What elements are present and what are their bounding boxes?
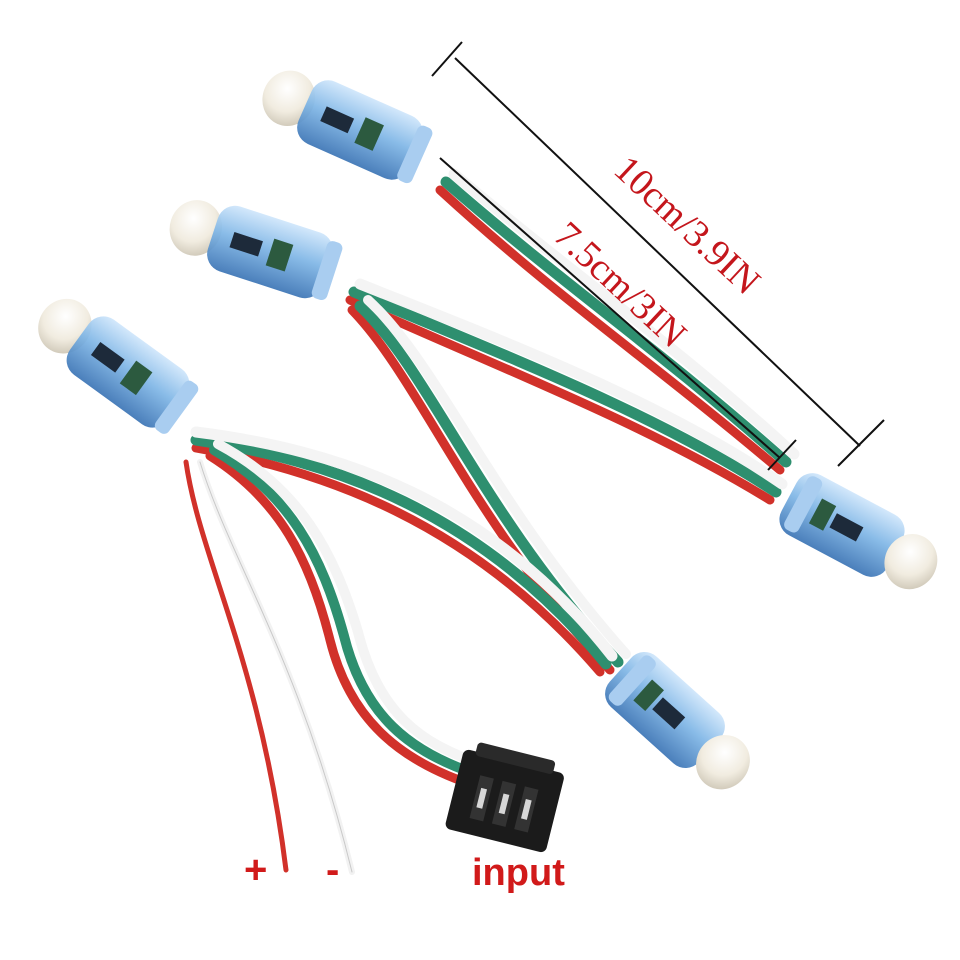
positive-lead-label: + [244, 848, 268, 892]
pixel-led-icon [605, 652, 750, 790]
wire-bundles [183, 168, 800, 875]
pixel-led-icon [38, 298, 199, 434]
jst-sm-3pin-connector-icon [445, 742, 564, 853]
input-connector-label: input [472, 852, 565, 894]
dimension-line-outer [431, 41, 885, 467]
pixel-led-icon [779, 473, 938, 590]
dimension-line-inner [439, 157, 797, 471]
pixel-led-icon [262, 70, 433, 184]
negative-lead-label: - [326, 848, 340, 892]
pixel-led-icon [169, 200, 343, 300]
lead-wires [183, 439, 487, 875]
wire-bundle-1-to-4 [435, 168, 800, 475]
wire-bundle-2-to-4 [345, 278, 788, 505]
